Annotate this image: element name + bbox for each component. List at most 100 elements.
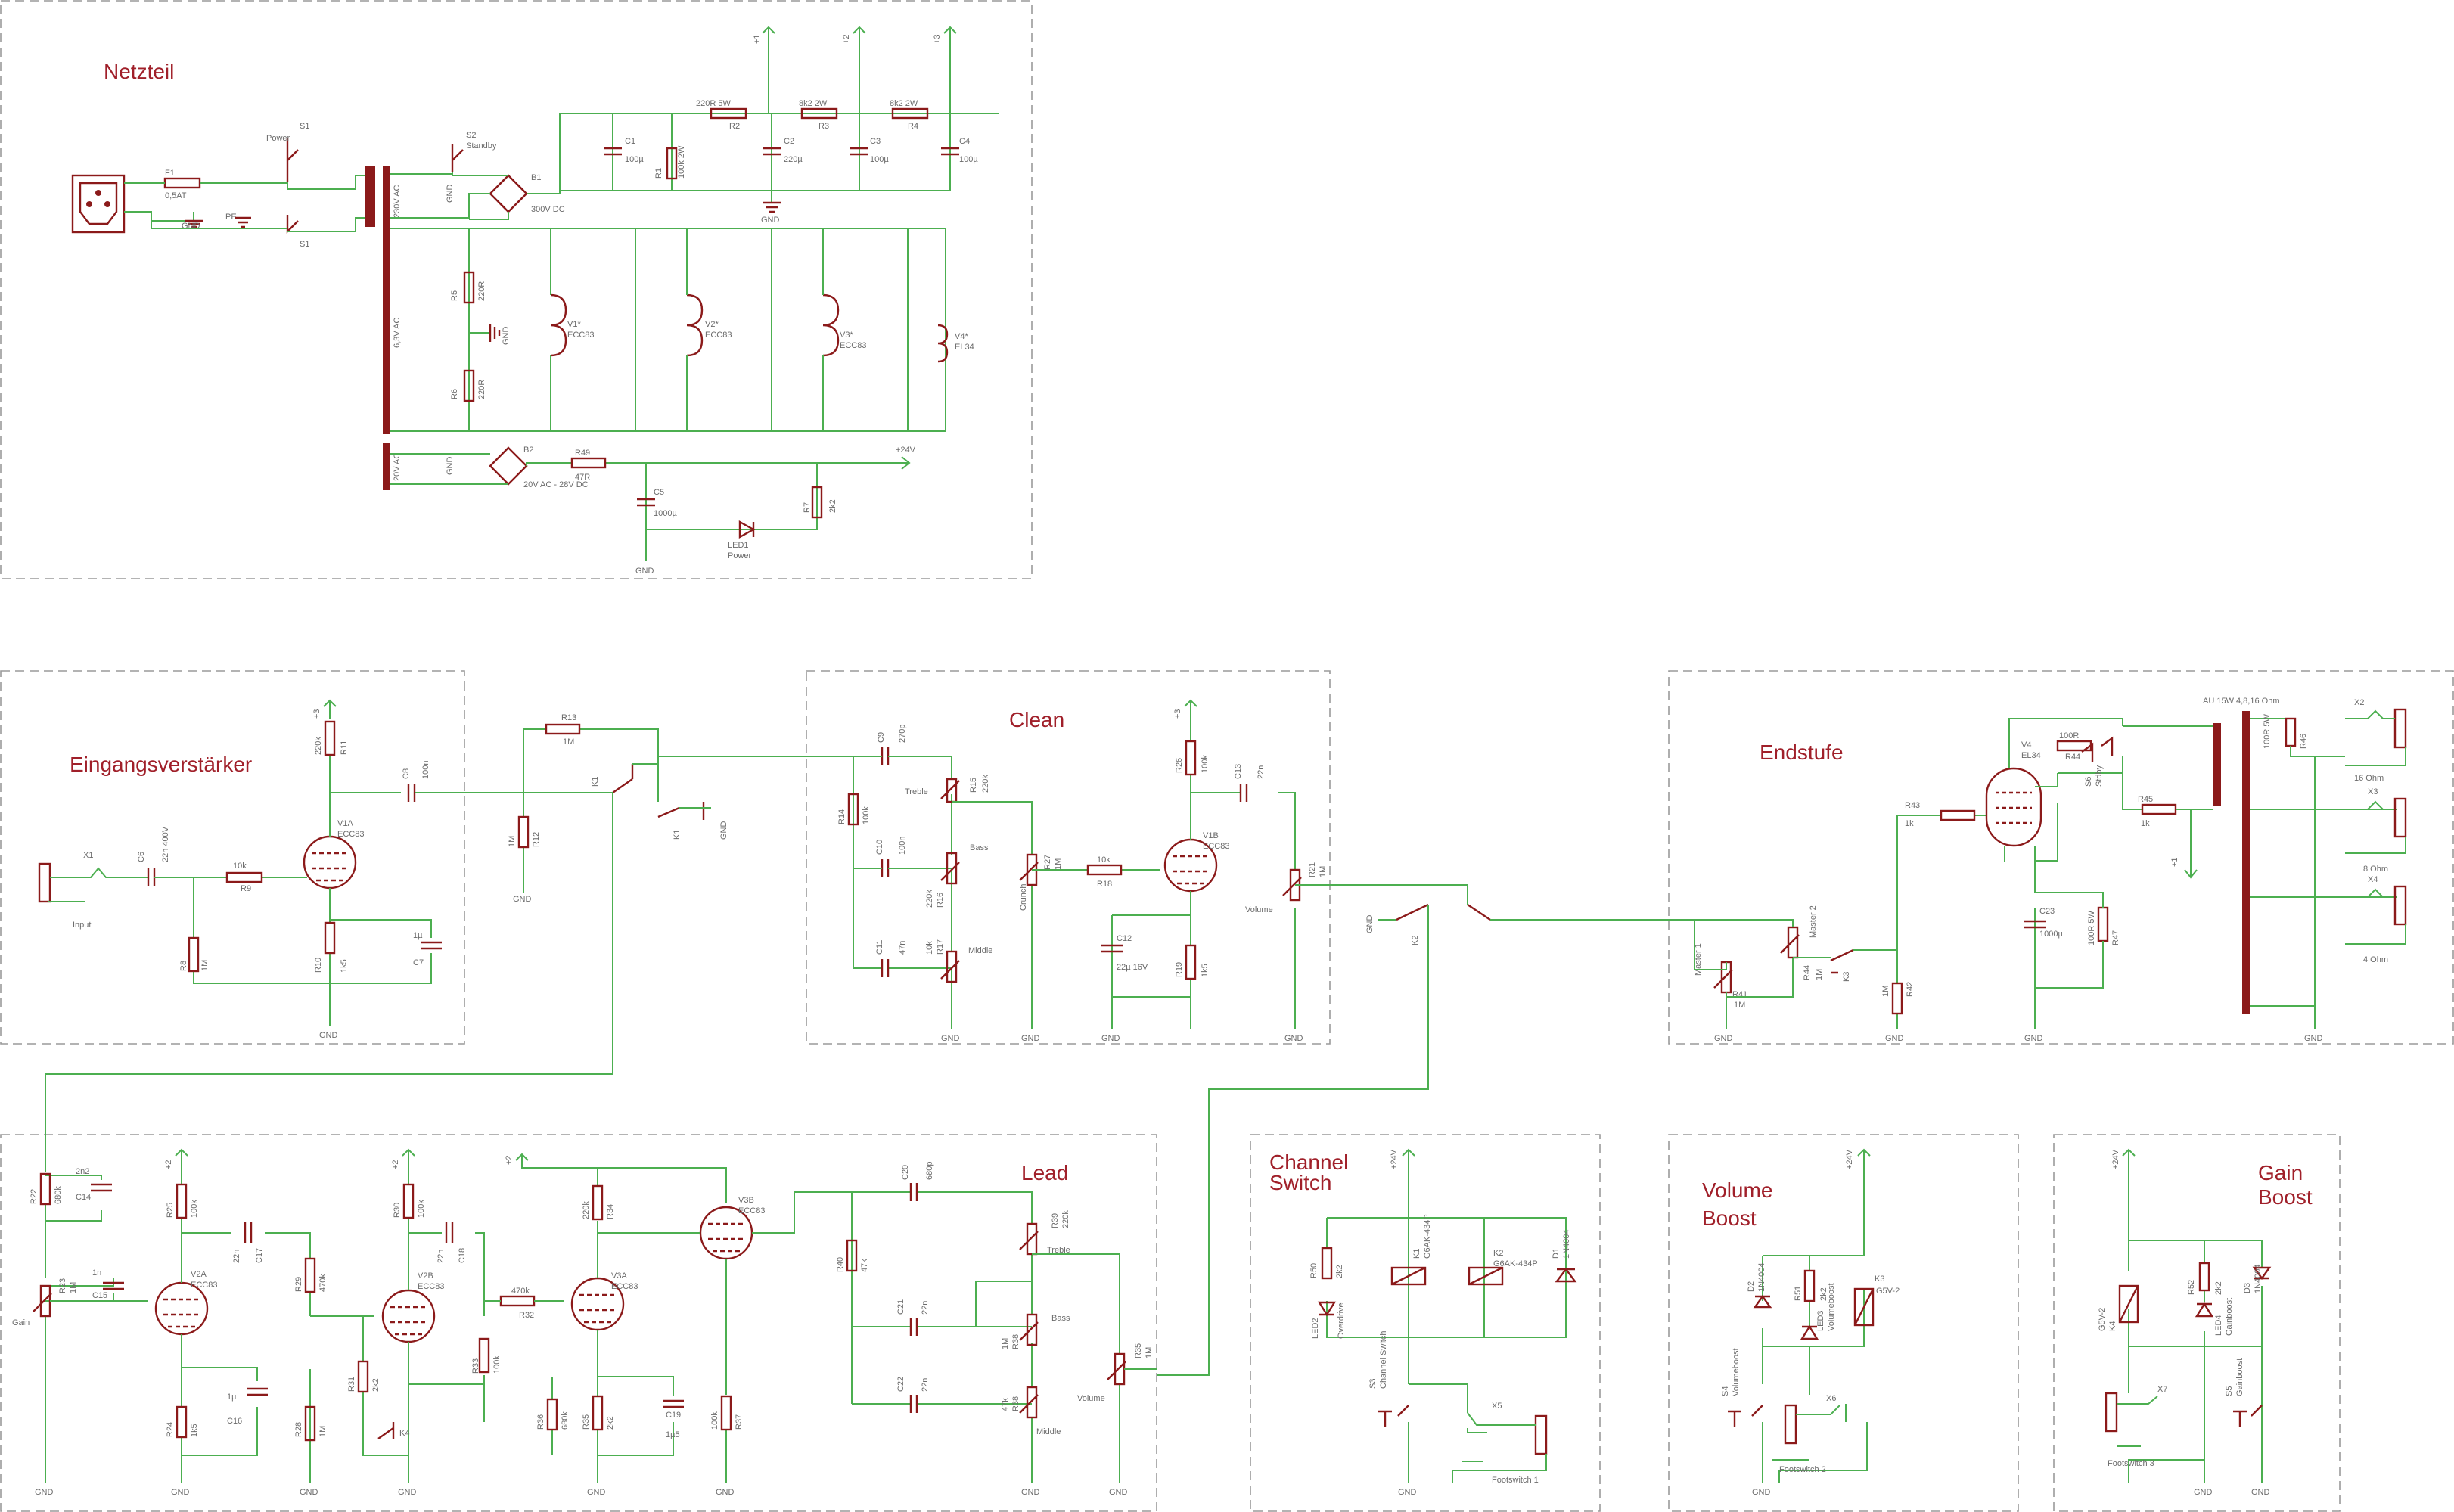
component-label: C12 (1117, 934, 1132, 943)
heading-endstufe: Endstufe (1760, 740, 1844, 764)
component-label: 8k2 2W (799, 99, 828, 108)
component-label: V4* (955, 332, 968, 341)
resistor-r40: R40 47k (836, 1239, 869, 1272)
heading-gain-1: Gain (2258, 1161, 2303, 1184)
component-label: GND (1284, 1034, 1303, 1043)
component-label: 1M (1054, 858, 1063, 870)
component-label: Treble (1047, 1246, 1070, 1255)
component-label: R44 (2065, 753, 2080, 762)
component-label: GND (1365, 915, 1375, 934)
component-label: R6 (450, 389, 459, 399)
component-label: C16 (227, 1417, 242, 1426)
resistor-r3 (800, 107, 838, 120)
component-label: R45 (2138, 795, 2153, 804)
component-label: Power (266, 134, 290, 143)
component-label: F1 (165, 169, 175, 178)
component-label: 220k (314, 737, 323, 755)
component-label: GND (446, 457, 455, 476)
component-label: Middle (968, 946, 992, 955)
component-label: R22 (30, 1189, 39, 1204)
component-label: S1 (300, 240, 309, 249)
component-label: 1µ (413, 931, 423, 940)
component-label: 680p (925, 1162, 934, 1180)
component-label: Volume (1077, 1394, 1105, 1403)
component-label: R10 (314, 958, 323, 973)
component-label: 2k2 (1335, 1265, 1344, 1278)
component-label: R52 (2187, 1280, 2196, 1295)
component-label: 1M (1001, 1338, 1010, 1349)
heading-netzteil: Netzteil (104, 60, 174, 83)
component-label: X7 (2157, 1385, 2167, 1394)
component-label: R40 (836, 1257, 845, 1272)
tube-v1a: V1A ECC83 (303, 819, 364, 890)
component-label: 1M (69, 1282, 78, 1293)
component-label: S3 (1368, 1379, 1378, 1389)
component-label: GND (2194, 1488, 2213, 1497)
component-label: 0,5AT (165, 191, 187, 200)
power-supply: F1 0,5AT GND S1 Power S1 PE 230V AC 6,3V… (71, 26, 999, 576)
component-label: GND (587, 1488, 606, 1497)
component-label: +3 (933, 34, 942, 44)
component-label: ECC83 (567, 331, 594, 340)
component-label: K1 (1412, 1249, 1421, 1259)
component-label: 470k (511, 1287, 530, 1296)
component-label: K4 (2108, 1321, 2117, 1331)
component-label: ECC83 (738, 1206, 765, 1215)
component-label: LED4 (2214, 1315, 2223, 1336)
clean-boundary (806, 670, 1331, 1045)
component-label: 47k (860, 1259, 869, 1272)
component-label: X1 (83, 851, 93, 860)
component-label: X4 (2368, 875, 2378, 884)
component-label: 1M (1815, 969, 1824, 980)
component-label: 220R (477, 281, 486, 301)
component-label: C4 (959, 137, 970, 146)
component-label: GND (319, 1031, 338, 1040)
component-label: GND (1021, 1034, 1040, 1043)
component-label: GND (1885, 1034, 1904, 1043)
transformer-secondary-heater (383, 225, 390, 434)
component-label: V2* (705, 320, 719, 329)
component-label: Master 1 (1694, 943, 1703, 976)
component-label: R23 (58, 1278, 67, 1293)
component-label: R35 (1134, 1343, 1143, 1358)
component-label: Stdby (2095, 765, 2104, 787)
component-label: GND (1109, 1488, 1128, 1497)
component-label: K1 (673, 830, 682, 840)
jack-x4: X44 Ohm (2345, 875, 2407, 964)
component-label: C19 (666, 1411, 681, 1420)
component-label: C13 (1234, 764, 1243, 779)
component-label: 20V AC (393, 453, 402, 481)
component-label: 2k2 (1819, 1287, 1828, 1301)
heading-volume-2: Boost (1702, 1206, 1757, 1230)
component-label: 2n2 (76, 1167, 89, 1176)
component-label: R46 (2299, 734, 2308, 749)
component-label: R7 (803, 502, 812, 513)
jack-x1 (38, 862, 51, 903)
component-label: V1* (567, 320, 581, 329)
jack-x3: X38 Ohm (2345, 787, 2407, 874)
component-label: Volumeboost (1732, 1348, 1741, 1396)
component-label: GND (171, 1488, 190, 1497)
component-label: 1M (200, 960, 210, 971)
